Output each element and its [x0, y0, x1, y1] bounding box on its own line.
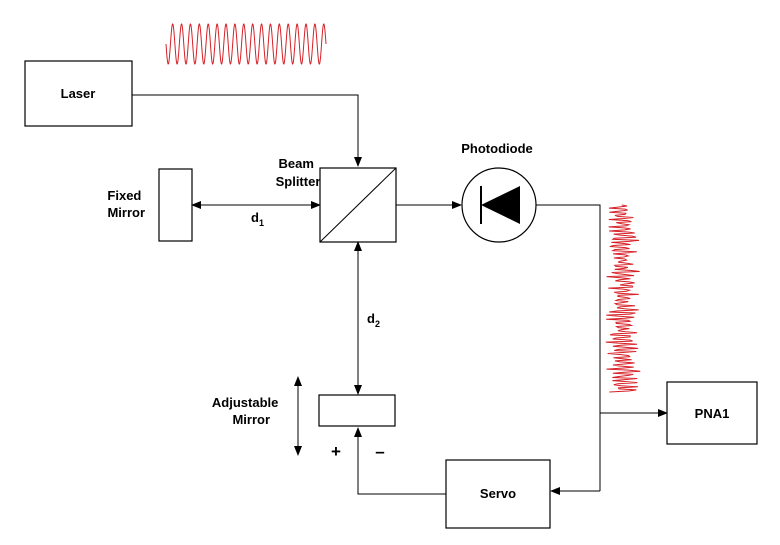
d2-label: d2 — [367, 311, 380, 329]
d1-label: d1 — [251, 210, 264, 228]
plus-sign: + — [331, 442, 341, 461]
beam-splitter — [319, 167, 397, 243]
photodiode-icon — [461, 167, 537, 243]
fixed-mirror — [158, 168, 193, 242]
servo-label: Servo — [480, 486, 516, 501]
adjustable-mirror-label: Adjustable Mirror — [212, 395, 282, 427]
laser-label: Laser — [61, 86, 96, 101]
detector-signal-line — [536, 204, 601, 491]
clean-sine-icon — [165, 23, 327, 65]
fixed-mirror-label: Fixed Mirror — [107, 188, 145, 220]
pna-label: PNA1 — [695, 406, 730, 421]
beam-splitter-label: Beam Splitter — [276, 156, 321, 189]
adjustable-mirror — [318, 394, 396, 427]
minus-sign: – — [375, 442, 384, 461]
servo-block: Servo — [445, 459, 551, 529]
servo-feedback-line — [354, 427, 446, 495]
noisy-signal-icon — [605, 204, 641, 393]
laser-block: Laser — [24, 60, 133, 127]
laser-beam — [132, 94, 362, 167]
pna-block: PNA1 — [666, 381, 758, 445]
photodiode-label: Photodiode — [461, 141, 533, 156]
